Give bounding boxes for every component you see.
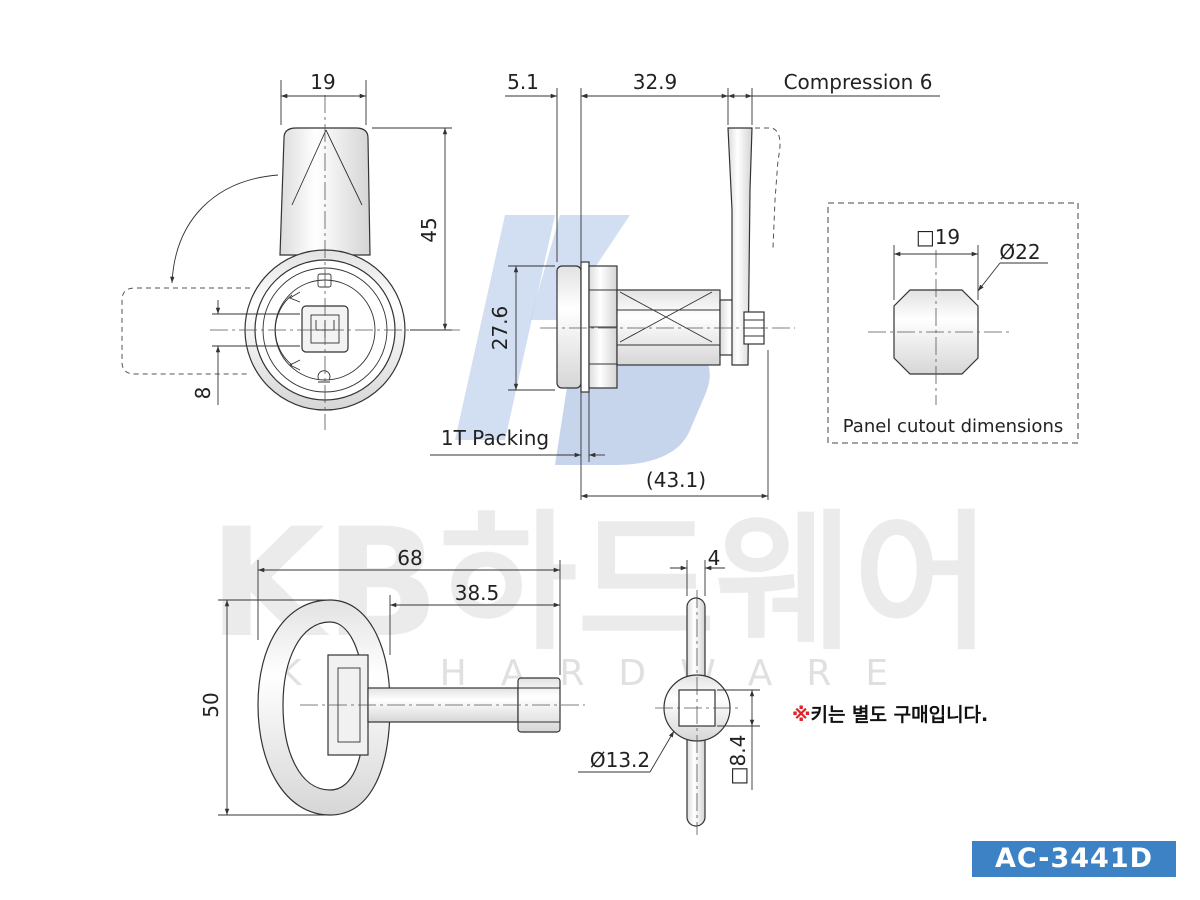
lock-body [616, 289, 721, 366]
key-side-view [218, 560, 585, 816]
handle-rotated-outline [121, 287, 250, 375]
dim-handle-height: 45 [417, 217, 441, 242]
dim-flange-diameter: 27.6 [488, 306, 512, 351]
packing [580, 261, 590, 393]
side-view-lock [430, 88, 940, 500]
dim-key-square: □8.4 [726, 735, 750, 786]
cutout-caption: Panel cutout dimensions [843, 416, 1063, 437]
flange [556, 265, 582, 389]
rotation-arrow [170, 174, 279, 284]
reference-mark: ※ [792, 704, 811, 726]
key-end-view [578, 560, 760, 835]
dim-key-offset: 8 [191, 387, 215, 400]
model-code-badge: AC-3441D [972, 841, 1176, 877]
dim-compression: Compression 6 [784, 70, 933, 94]
note-text: 키는 별도 구매입니다. [810, 704, 989, 726]
cutout-frame [827, 202, 1079, 444]
dim-cutout-square: □19 [916, 225, 960, 249]
dim-key-boss-diameter: Ø13.2 [590, 748, 650, 772]
dim-handle-width: 19 [310, 70, 335, 94]
dim-flange-thickness: 5.1 [507, 70, 539, 94]
front-view-lock [121, 80, 460, 430]
brand-watermark-korean: KB하드웨어 [209, 497, 992, 671]
dim-key-tip: 4 [708, 546, 721, 570]
cam [727, 127, 753, 366]
dim-overall-length: (43.1) [646, 468, 706, 492]
dim-cutout-diameter: Ø22 [999, 240, 1040, 264]
dim-body-length: 32.9 [633, 70, 678, 94]
dim-packing: 1T Packing [441, 426, 549, 450]
dim-key-height: 50 [199, 692, 223, 717]
lock-symbol-icon [317, 273, 332, 288]
unlock-symbol-icon [317, 370, 331, 383]
panel-cutout-view [827, 202, 1079, 444]
key-sold-separately-note: ※키는 별도 구매입니다. [792, 700, 988, 727]
dim-key-length: 68 [397, 546, 422, 570]
dim-key-shaft: 38.5 [455, 581, 500, 605]
